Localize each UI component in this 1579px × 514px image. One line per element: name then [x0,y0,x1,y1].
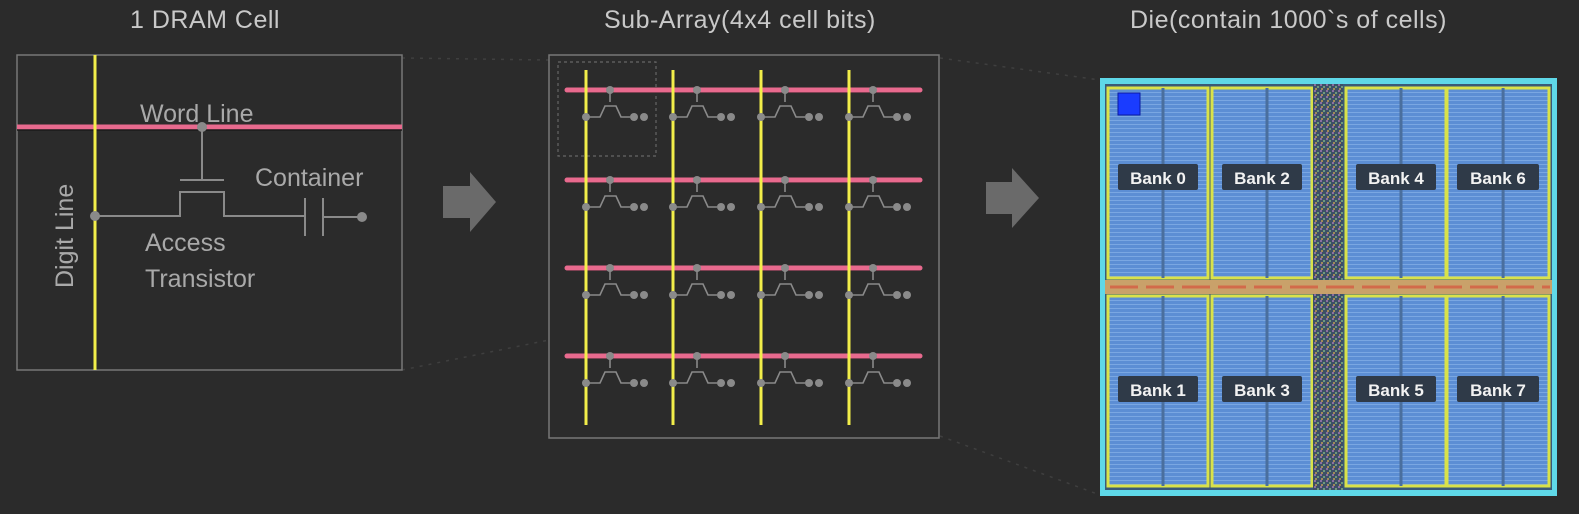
access-transistor [95,127,362,236]
bank-label: Bank 0 [1130,169,1186,188]
die-panel: Bank 0 Bank 1 Bank 2 Bank 3 Bank 4 Bank 5 Bank… [1100,78,1557,496]
bank-label: Bank 1 [1130,381,1186,400]
bank-label-bg [1356,164,1436,190]
subarray-panel [548,54,940,439]
bank-label: Bank 2 [1234,169,1290,188]
memory-cell [582,264,648,299]
memory-cell [669,352,735,387]
bank-label-bg [1356,376,1436,402]
memory-cell [582,86,648,121]
bank-label-bg [1457,376,1539,402]
arrow-right-icon [443,172,496,232]
memory-cell [757,176,823,211]
bank-label: Bank 3 [1234,381,1290,400]
bank-label: Bank 7 [1470,381,1526,400]
bank-label-bg [1118,376,1198,402]
memory-cell [582,176,648,211]
memory-cell [757,86,823,121]
subarray-title: Sub-Array(4x4 cell bits) [604,6,876,34]
container-label: Container [255,164,363,192]
arrow-right-icon [986,168,1039,228]
subarray-cells [564,70,923,425]
memory-cell [845,264,911,299]
die-title: Die(contain 1000`s of cells) [1130,6,1447,34]
digit-line-label: Digit Line [51,184,79,288]
bank-label: Bank 6 [1470,169,1526,188]
dram-cell-panel: Word Line Container Access Transistor Di… [16,54,403,371]
connector-lines [401,57,1101,496]
memory-cell [669,264,735,299]
memory-cell [757,264,823,299]
bank-label-bg [1457,164,1539,190]
bank-label: Bank 4 [1368,169,1424,188]
memory-cell [845,86,911,121]
memory-cell [757,352,823,387]
cell-title: 1 DRAM Cell [130,6,280,34]
access-label: Access [145,229,226,257]
memory-cell [669,86,735,121]
bank-label: Bank 5 [1368,381,1424,400]
memory-cell [845,352,911,387]
memory-cell [582,352,648,387]
memory-cell [845,176,911,211]
bank-label-bg [1222,164,1302,190]
bank-label-bg [1118,164,1198,190]
bank-label-bg [1222,376,1302,402]
cell-marker [1117,92,1141,116]
word-line-label: Word Line [140,100,254,128]
transistor-label: Transistor [145,265,255,293]
memory-cell [669,176,735,211]
